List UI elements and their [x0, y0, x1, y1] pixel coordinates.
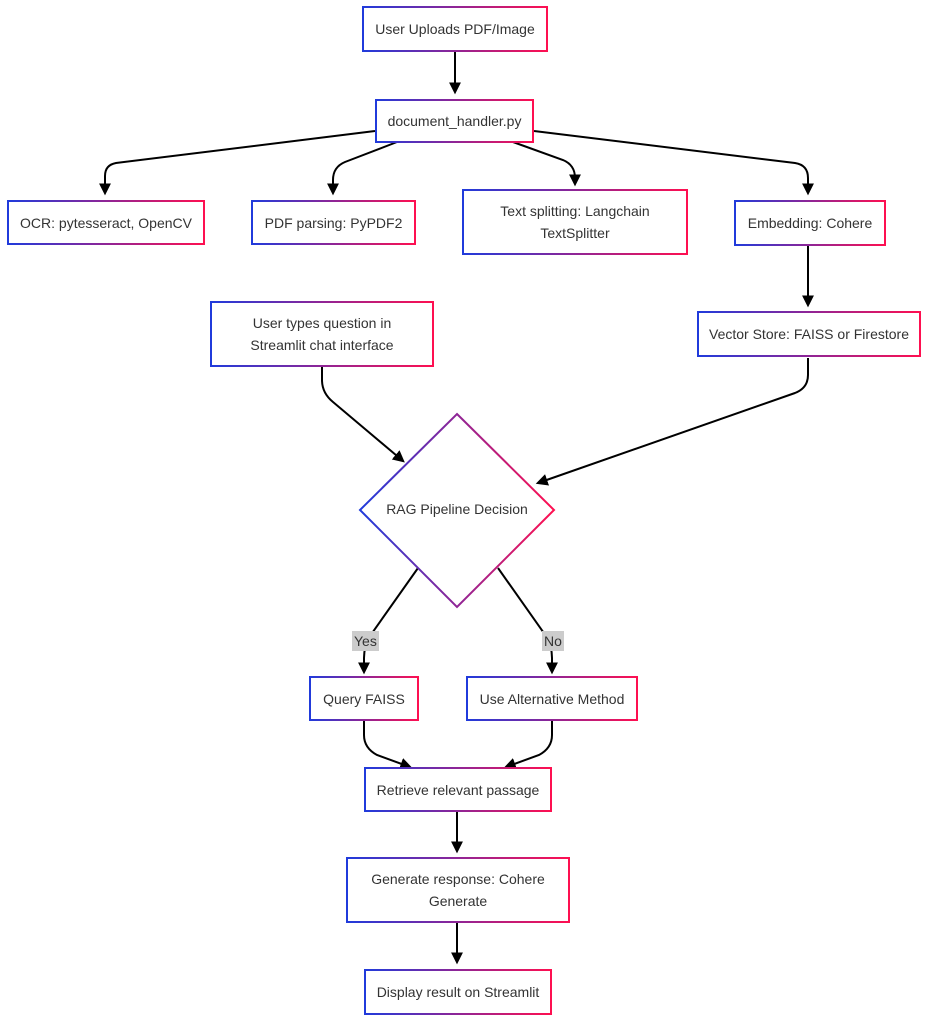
edge-decision-alt [497, 567, 558, 675]
edge-alt-retrieve [503, 721, 553, 770]
edge-vector-decision [535, 358, 809, 486]
edge-faiss-retrieve [363, 721, 413, 770]
node-pdf-parsing: PDF parsing: PyPDF2 [251, 200, 416, 245]
node-user-question: User types question in Streamlit chat in… [210, 301, 434, 367]
node-display-result: Display result on Streamlit [364, 969, 552, 1015]
edge-handler-ocr [99, 130, 376, 196]
node-retrieve-passage: Retrieve relevant passage [364, 767, 552, 812]
node-text-splitting: Text splitting: Langchain TextSplitter [462, 189, 688, 255]
node-ocr: OCR: pytesseract, OpenCV [7, 200, 205, 245]
node-embedding: Embedding: Cohere [734, 200, 886, 246]
node-vector-store: Vector Store: FAISS or Firestore [697, 311, 921, 357]
edge-decision-faiss [358, 567, 419, 675]
node-alternative-method: Use Alternative Method [466, 676, 638, 721]
edge-label-yes: Yes [352, 631, 379, 651]
node-query-faiss: Query FAISS [309, 676, 419, 721]
node-user-uploads: User Uploads PDF/Image [362, 6, 548, 52]
decision-diamond [358, 412, 556, 609]
edge-handler-pdf [327, 141, 398, 196]
decision-label: RAG Pipeline Decision [386, 501, 528, 517]
edge-question-decision [321, 367, 405, 463]
node-generate-response: Generate response: Cohere Generate [346, 857, 570, 923]
edge-handler-embed [533, 130, 814, 196]
edge-label-no: No [542, 631, 564, 651]
edge-handler-split [512, 141, 581, 187]
node-document-handler: document_handler.py [375, 99, 534, 143]
